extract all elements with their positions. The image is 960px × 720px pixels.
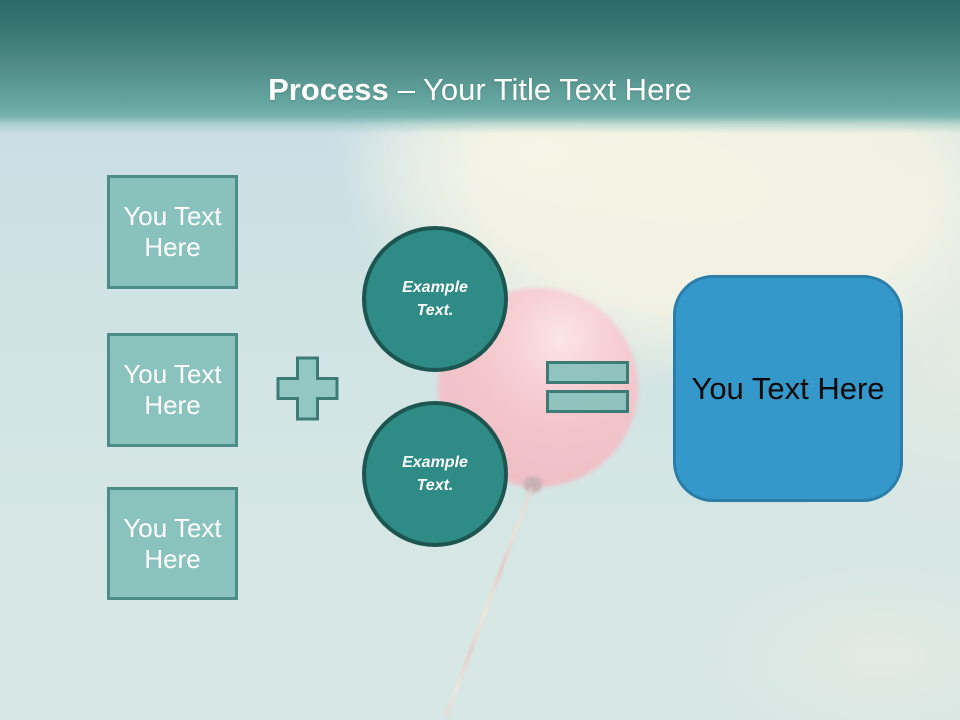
example-circle-2-label: Example Text.	[402, 454, 468, 494]
equals-icon	[546, 361, 630, 419]
slide-title: Process – Your Title Text Here	[0, 71, 960, 107]
plus-icon	[276, 356, 339, 426]
process-box-3: You Text Here	[107, 487, 238, 600]
process-box-2-label: You Text Here	[123, 359, 222, 420]
process-box-2: You Text Here	[107, 333, 238, 447]
result-box: You Text Here	[673, 275, 903, 502]
process-box-1: You Text Here	[107, 175, 238, 289]
slide-title-subtitle: – Your Title Text Here	[397, 71, 692, 107]
example-circle-2: Example Text.	[362, 401, 508, 547]
example-circle-1-label: Example Text.	[402, 279, 468, 319]
slide-title-keyword: Process	[268, 71, 389, 107]
process-box-3-label: You Text Here	[123, 512, 222, 574]
example-circle-1: Example Text.	[362, 226, 508, 372]
process-box-1-label: You Text Here	[123, 201, 222, 262]
title-band	[0, 0, 960, 134]
balloon-knot	[524, 477, 542, 493]
result-box-label: You Text Here	[691, 370, 885, 406]
